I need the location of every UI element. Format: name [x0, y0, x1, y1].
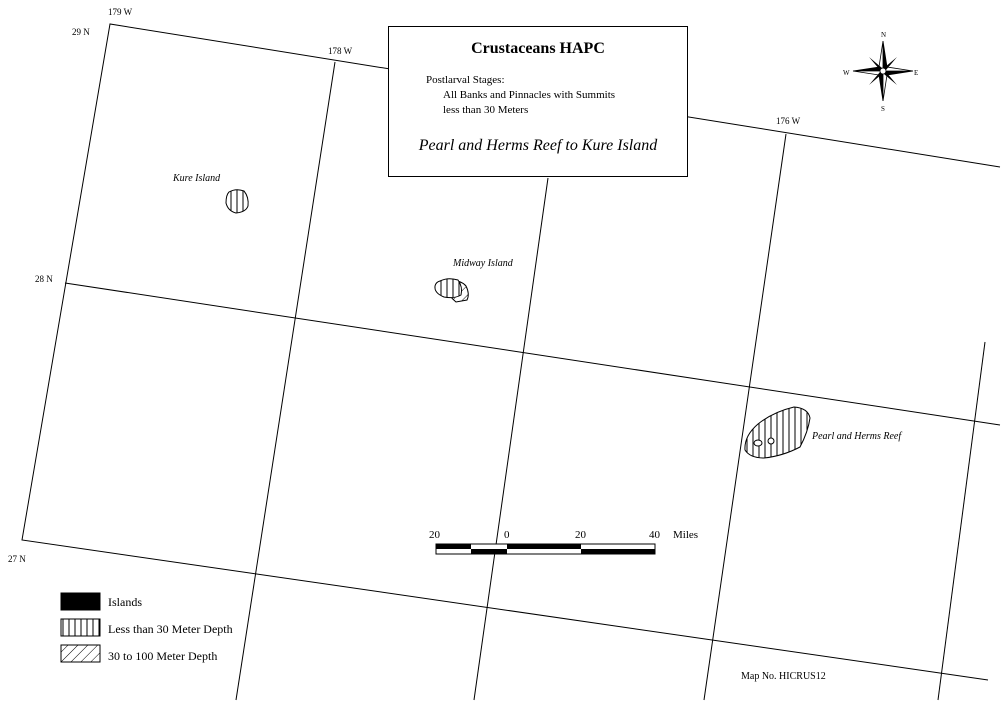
latitude-line-28n [64, 282, 1001, 426]
pearl-and-herms-shallow-bank [744, 406, 811, 459]
kure-island-feature [225, 189, 249, 214]
legend-swatch-shallow [60, 618, 101, 637]
compass-rose: N S E W [843, 31, 918, 113]
compass-east: E [914, 69, 918, 77]
legend-swatch-islands [60, 592, 101, 611]
latitude-label-29n: 29 N [72, 27, 90, 37]
map-number: Map No. HICRUS12 [741, 671, 826, 682]
pearl-and-herms-islet [767, 437, 775, 445]
legend-label: Less than 30 Meter Depth [108, 622, 233, 636]
scale-tick-label: 40 [649, 529, 661, 541]
compass-west: W [843, 69, 850, 77]
subtitle-line: Postlarval Stages: [426, 74, 505, 86]
longitude-label-176w: 176 W [776, 116, 801, 126]
kure-island-label: Kure Island [172, 173, 221, 184]
legend-swatch-deep [60, 644, 101, 663]
subtitle-line: less than 30 Meters [443, 104, 529, 116]
midway-island-label: Midway Island [452, 258, 514, 269]
scale-unit-label: Miles [673, 529, 698, 541]
compass-south: S [881, 105, 885, 113]
midway-island-shallow-bank [434, 278, 463, 299]
map-region: Pearl and Herms Reef to Kure Island [418, 137, 658, 154]
pearl-and-herms-reef-feature [744, 406, 811, 459]
kure-island-bank [225, 189, 249, 214]
latitude-label-28n: 28 N [35, 274, 53, 284]
longitude-label-178w: 178 W [328, 46, 353, 56]
longitude-line-178w [235, 61, 336, 701]
midway-island-feature [434, 278, 469, 303]
scale-tick-label: 20 [429, 529, 441, 541]
subtitle-line: All Banks and Pinnacles with Summits [443, 89, 616, 101]
pearl-and-herms-reef-label: Pearl and Herms Reef [811, 431, 902, 442]
scale-tick-label: 20 [575, 529, 587, 541]
compass-north: N [881, 31, 886, 39]
longitude-label-179w: 179 W [108, 7, 133, 17]
longitude-line-176w [703, 133, 787, 701]
legend-label: 30 to 100 Meter Depth [108, 649, 217, 663]
pearl-and-herms-islet [753, 439, 763, 447]
legend-label: Islands [108, 595, 142, 609]
title-box: Crustaceans HAPC Postlarval Stages: All … [388, 26, 688, 177]
map-subtitle: Postlarval Stages: All Banks and Pinnacl… [426, 73, 615, 118]
scale-tick-label: 0 [504, 529, 510, 541]
legend: Islands Less than 30 Meter Depth 30 to 1… [60, 592, 233, 663]
latitude-label-27n: 27 N [8, 554, 26, 564]
longitude-line-175w [937, 341, 986, 701]
graticule [21, 23, 1001, 701]
map-title: Crustaceans HAPC [471, 40, 605, 57]
scale-bar: 20 0 20 40 Miles [429, 529, 698, 555]
longitude-line-177w [473, 177, 549, 701]
